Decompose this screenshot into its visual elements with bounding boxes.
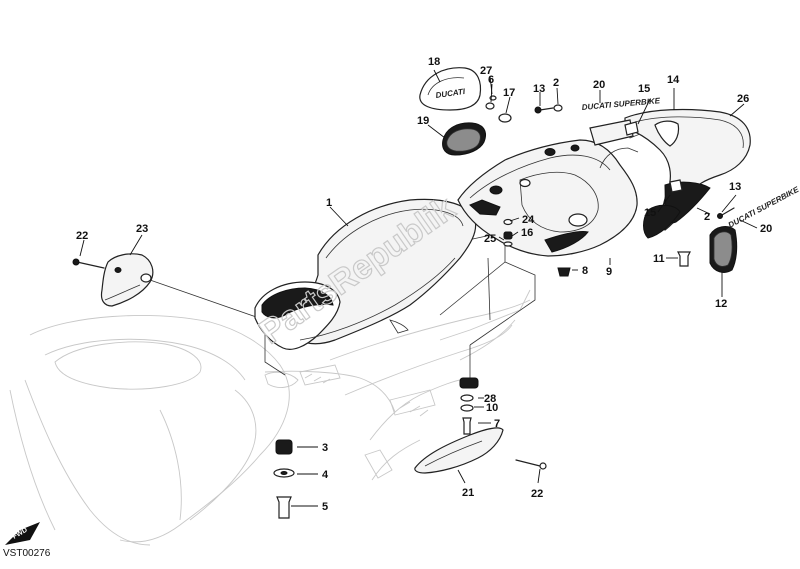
callout-labels: 1 2 2 3 4 5 6 7 8 9 10 11 12 13 13 14 15… [76,56,772,513]
callout-21: 21 [462,487,474,499]
callout-17: 17 [503,87,515,99]
callout-19: 19 [417,115,429,127]
hardware [72,95,735,519]
callout-22: 22 [76,230,88,242]
callout-4: 4 [322,469,329,481]
callout-3: 3 [322,442,328,454]
diagram-reference-code: VST00276 [3,548,51,559]
callout-25: 25 [484,233,496,245]
decal-upper: DUCATI SUPERBIKE [581,96,661,112]
callout-24: 24 [522,214,535,226]
callout-11: 11 [653,253,665,265]
lower-panel [414,427,504,474]
bracket [100,253,154,307]
callout-18: 18 [428,56,440,68]
callout-27: 27 [480,65,492,77]
callout-14: 14 [667,74,680,86]
callout-8: 8 [582,265,588,277]
ghost-bodywork [9,289,531,546]
callout-15: 15 [638,83,650,95]
seat [254,198,477,350]
callout-20b: 20 [760,223,772,235]
callout-13: 13 [533,83,545,95]
callout-5: 5 [322,501,328,513]
callout-1: 1 [326,197,332,209]
callout-2b: 2 [704,211,710,223]
callout-28: 28 [484,393,496,405]
tail-frame [457,139,639,257]
callout-6: 6 [488,74,494,86]
callout-22b: 22 [531,488,543,500]
callout-13b: 13 [729,181,741,193]
callout-16: 16 [521,227,533,239]
callout-10: 10 [486,402,498,414]
callout-12: 12 [715,298,727,310]
small-panels: DUCATI [419,67,738,273]
svg-text:DUCATI: DUCATI [435,87,466,100]
callout-leaders [79,69,758,507]
assembly-guide-lines [149,231,556,380]
callout-23: 23 [136,223,148,235]
callout-15b: 15 [644,207,656,219]
callout-26: 26 [737,93,749,105]
callout-20: 20 [593,79,605,91]
callout-7: 7 [494,418,500,430]
fwd-marker: FWD [5,522,40,545]
callout-9: 9 [606,266,612,278]
callout-2: 2 [553,77,559,89]
